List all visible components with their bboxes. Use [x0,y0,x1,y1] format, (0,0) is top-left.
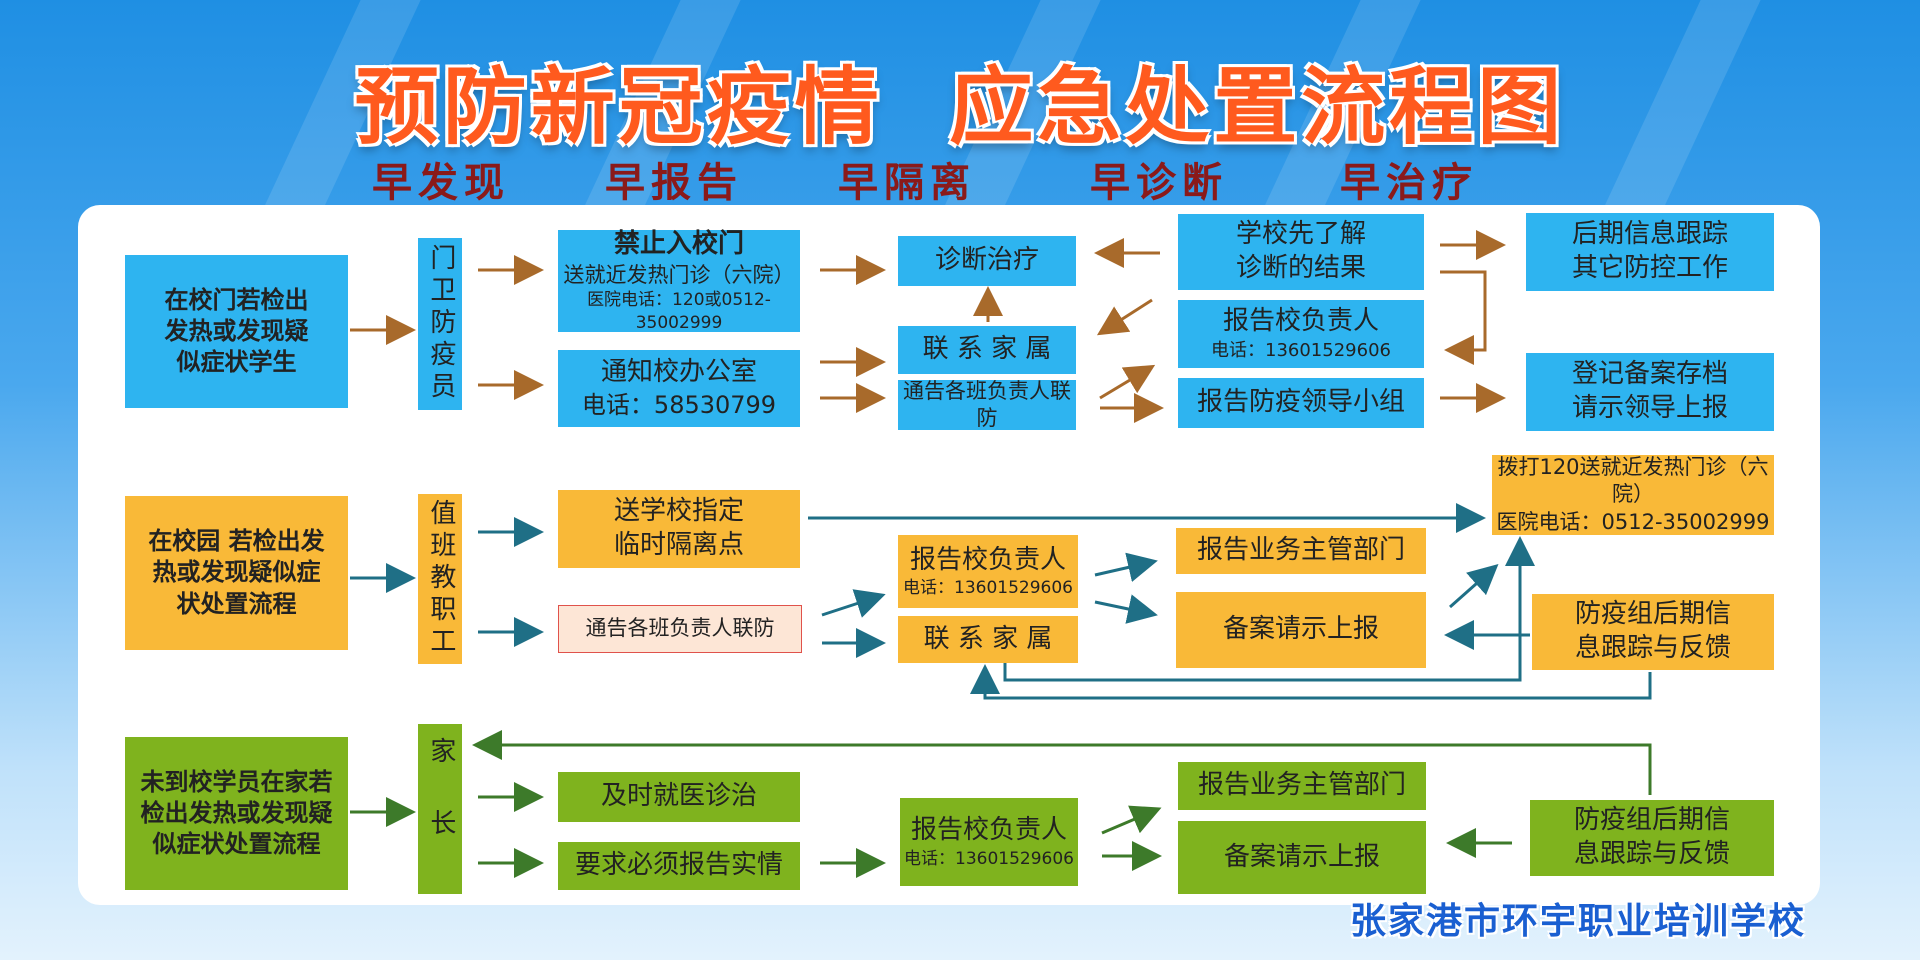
report-principal-label: 报告校负责人 [909,544,1066,575]
row1-role-box: 门卫防疫员 [418,238,462,410]
school-learn-line1: 学校先了解 [1235,219,1366,250]
row1-block-gate-box: 禁止入校门 送就近发热门诊（六院） 医院电话：120或0512-35002999 [558,229,800,333]
row1-school-learn-box: 学校先了解 诊断的结果 [1178,214,1424,290]
role-char: 家长 [425,737,456,881]
school-name: 张家港市环宇职业培训学校 [1350,901,1807,942]
report-principal-phone: 电话：13601529606 [1211,340,1391,362]
isolation-line2: 临时隔离点 [613,530,744,560]
slogan: 早诊断 [1090,160,1228,206]
row3-seek-medical-box: 及时就医诊治 [558,772,800,822]
followup-line2: 其它防控工作 [1571,253,1728,283]
arrow [1440,270,1487,365]
report-principal-label: 报告校负责人 [1222,306,1379,337]
row1-register-box: 登记备案存档 请示领导上报 [1526,353,1774,431]
slogan: 早报告 [605,160,743,206]
arrow [821,589,886,618]
slogan: 早发现 [372,160,510,206]
row2-feedback-box: 防疫组后期信 息跟踪与反馈 [1532,594,1774,670]
row2-report-principal-box: 报告校负责人 电话：13601529606 [898,535,1078,608]
row2-call120-box: 拨打120送就近发热门诊（六院） 医院电话：0512-35002999 [1492,455,1774,535]
row2-contact-family-box: 联 系 家 属 [898,616,1078,663]
arrow [1094,552,1158,582]
block-gate-title: 禁止入校门 [613,229,744,260]
row1-notify-office-box: 通知校办公室 电话：58530799 [558,350,800,427]
followup-line1: 后期信息跟踪 [1571,219,1728,250]
isolation-line1: 送学校指定 [613,496,744,527]
row2-notify-class-box: 通告各班负责人联防 [558,605,802,653]
arrow [1094,594,1158,624]
report-principal-label: 报告校负责人 [910,815,1067,846]
row3-start-box: 未到校学员在家若检出发热或发现疑似症状处置流程 [125,737,348,890]
row1-start-box: 在校门若检出发热或发现疑似症状学生 [125,255,348,408]
row1-notify-class-box: 通告各班负责人联防 [898,379,1076,430]
block-gate-line2: 送就近发热门诊（六院） [563,263,795,288]
row3-report-principal-box: 报告校负责人 电话：13601529606 [900,798,1078,886]
row1-diagnose-box: 诊断治疗 [898,236,1076,286]
notify-office-phone: 电话：58530799 [581,390,777,419]
row1-followup-box: 后期信息跟踪 其它防控工作 [1526,213,1774,291]
report-principal-phone: 电话：13601529606 [903,578,1073,599]
report-principal-phone: 电话：13601529606 [904,848,1074,869]
arrow [970,664,1652,700]
row2-role-box: 值班教职工 [418,494,462,664]
row1-contact-family-box: 联 系 家 属 [898,326,1076,374]
block-gate-line3: 医院电话：120或0512-35002999 [587,290,771,333]
row3-must-report-box: 要求必须报告实情 [558,842,800,890]
feedback-line1: 防疫组后期信 [1573,805,1730,836]
slogan: 早治疗 [1340,160,1478,206]
feedback-line1: 防疫组后期信 [1574,599,1731,630]
feedback-line2: 息跟踪与反馈 [1573,839,1730,869]
arrow [1003,536,1535,682]
arrow [1096,298,1153,336]
row3-role-box: 家长 [418,724,462,894]
slogan: 早隔离 [838,160,976,206]
row2-filing-box: 备案请示上报 [1176,592,1426,668]
register-line1: 登记备案存档 [1571,359,1728,390]
notify-office-label: 通知校办公室 [600,357,757,387]
page-title: 预防新冠疫情 应急处置流程图 [354,58,1566,156]
arrow [1449,564,1499,609]
row1-report-group-box: 报告防疫领导小组 [1178,378,1424,428]
row3-filing-box: 备案请示上报 [1178,821,1426,894]
row3-feedback-box: 防疫组后期信 息跟踪与反馈 [1530,800,1774,876]
school-learn-line2: 诊断的结果 [1235,253,1366,283]
arrow [1099,364,1156,400]
row2-isolation-box: 送学校指定 临时隔离点 [558,490,800,568]
row2-start-box: 在校园 若检出发热或发现疑似症状处置流程 [125,496,348,650]
arrow [1101,805,1162,835]
arrow [472,730,1652,795]
call120-line2: 医院电话：0512-35002999 [1496,509,1770,534]
row1-report-principal-box: 报告校负责人 电话：13601529606 [1178,300,1424,368]
call120-line1: 拨打120送就近发热门诊（六院） [1497,455,1769,507]
feedback-line2: 息跟踪与反馈 [1574,633,1731,663]
slogan-bar: 早发现 早报告 早隔离 早诊断 早治疗 [0,150,1920,210]
row3-report-dept-box: 报告业务主管部门 [1178,762,1426,810]
register-line2: 请示领导上报 [1571,393,1728,423]
row2-report-dept-box: 报告业务主管部门 [1176,528,1426,574]
